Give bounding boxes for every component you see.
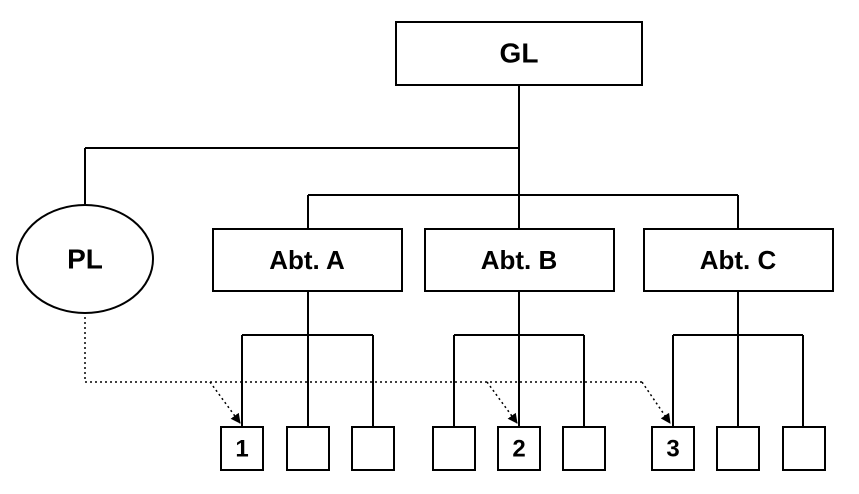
gl-label: GL [500, 37, 539, 68]
node-pl: PL [16, 204, 154, 314]
member-label: 1 [235, 435, 248, 462]
member-c-2 [716, 426, 760, 471]
abt-a-box [212, 228, 403, 292]
abt-c-label: Abt. C [700, 245, 777, 275]
member-c-1: 3 [651, 426, 695, 471]
abt-b-label: Abt. B [481, 245, 558, 275]
member-box [716, 426, 760, 471]
member-box [497, 426, 541, 471]
member-b-1 [432, 426, 476, 471]
member-box [286, 426, 330, 471]
pl-label: PL [67, 243, 103, 274]
member-box [351, 426, 395, 471]
abt-a-label: Abt. A [269, 245, 345, 275]
node-abt-a: Abt. A [212, 228, 403, 292]
member-label: 2 [512, 435, 525, 462]
member-b-2: 2 [497, 426, 541, 471]
member-box [651, 426, 695, 471]
member-label: 3 [666, 435, 679, 462]
member-box [782, 426, 826, 471]
project-line-main [84, 312, 642, 383]
node-abt-c: Abt. C [643, 228, 834, 292]
abt-c-box [643, 228, 834, 292]
project-arrow-2 [486, 381, 518, 424]
node-gl: GL [395, 21, 643, 86]
member-box [432, 426, 476, 471]
abt-b-box [424, 228, 615, 292]
member-c-3 [782, 426, 826, 471]
member-a-2 [286, 426, 330, 471]
project-arrow-1 [209, 381, 241, 424]
member-a-1: 1 [220, 426, 264, 471]
gl-box [395, 21, 643, 86]
member-a-3 [351, 426, 395, 471]
project-arrow-3 [641, 381, 671, 424]
member-box [562, 426, 606, 471]
pl-ellipse [16, 204, 154, 314]
member-box [220, 426, 264, 471]
member-b-3 [562, 426, 606, 471]
node-abt-b: Abt. B [424, 228, 615, 292]
project-lines [84, 312, 671, 424]
connector-lines [84, 86, 804, 426]
